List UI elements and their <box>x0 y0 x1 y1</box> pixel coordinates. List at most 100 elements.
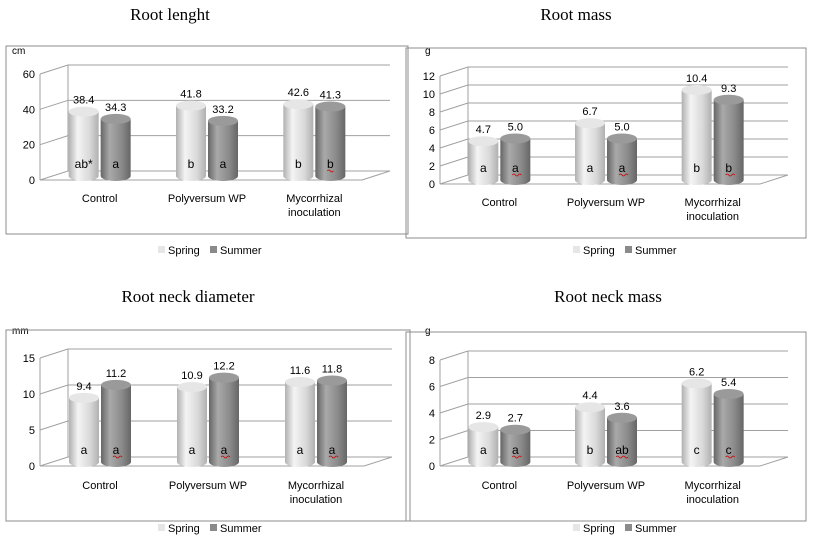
bar-top-summer <box>713 388 744 399</box>
y-tick-label: 12 <box>423 71 435 83</box>
significance-letter: a <box>220 157 227 171</box>
data-label: 12.2 <box>213 361 234 373</box>
bar-top-spring <box>681 378 712 389</box>
data-label: 33.2 <box>212 104 233 116</box>
significance-letter: a <box>81 443 88 457</box>
y-tick-label: 15 <box>23 353 35 365</box>
y-tick-label: 10 <box>423 89 435 101</box>
bar-summer <box>209 377 239 467</box>
x-tick-label: Control <box>482 480 517 492</box>
bar-top-spring <box>285 376 315 387</box>
floor-edge <box>759 174 789 185</box>
bar-top-summer <box>101 379 131 390</box>
y-tick-label: 60 <box>23 69 35 81</box>
significance-letter: b <box>188 157 195 171</box>
spell-check-underline <box>615 455 629 459</box>
y-axis-unit: cm <box>12 46 25 57</box>
legend-swatch-summer <box>210 246 217 253</box>
bar-spring <box>681 383 712 467</box>
spell-check-underline <box>725 173 735 177</box>
significance-letter: c <box>694 443 700 457</box>
y-axis-unit: mm <box>12 326 29 337</box>
bar-top-spring <box>575 402 605 413</box>
significance-letter: a <box>480 161 487 175</box>
y-tick-label: 2 <box>429 435 435 447</box>
bar-summer <box>208 120 238 181</box>
bar-top-summer <box>315 101 346 112</box>
data-label: 41.8 <box>180 89 201 101</box>
bar-spring <box>176 105 206 181</box>
bar-top-summer <box>607 412 637 423</box>
legend-label-spring: Spring <box>168 523 200 535</box>
plot-frame <box>405 331 807 522</box>
significance-letter: a <box>113 443 120 457</box>
spell-check-underline <box>725 455 735 459</box>
x-tick-label: Mycorrhizal <box>286 193 342 205</box>
bar-spring <box>285 381 315 467</box>
bar-top-spring <box>68 106 99 117</box>
bar-spring <box>468 141 499 185</box>
bar-spring <box>468 427 499 467</box>
spell-check-underline <box>220 455 231 459</box>
bar-summer <box>317 380 347 467</box>
y-tick-label: 10 <box>23 389 35 401</box>
legend-swatch-spring <box>573 524 580 531</box>
bar-top-summer <box>209 372 239 383</box>
y-tick-label: 8 <box>429 107 435 119</box>
bar-summer <box>607 138 637 185</box>
bar-summer <box>100 118 131 181</box>
bar-top-summer <box>208 115 238 126</box>
data-label: 41.3 <box>320 90 341 102</box>
data-label: 10.9 <box>181 370 202 382</box>
y-tick-label: 6 <box>429 382 435 394</box>
data-label: 4.4 <box>582 390 597 402</box>
data-label: 10.4 <box>686 73 707 85</box>
x-tick-label: Polyversum WP <box>567 480 645 492</box>
significance-letter: b <box>725 161 732 175</box>
bar-top-summer <box>500 424 531 435</box>
bar-summer <box>315 106 346 181</box>
x-tick-label: inoculation <box>288 207 341 219</box>
bar-spring <box>575 407 605 467</box>
legend-swatch-summer <box>210 524 217 531</box>
bar-spring <box>69 397 99 467</box>
significance-letter: a <box>480 443 487 457</box>
bar-spring <box>177 387 207 467</box>
legend-swatch-summer <box>625 246 632 253</box>
bar-top-spring <box>468 422 499 433</box>
bar-top-spring <box>283 99 314 110</box>
spell-check-underline <box>328 455 339 459</box>
y-tick-label: 4 <box>429 408 435 420</box>
spell-check-underline <box>618 173 629 177</box>
significance-letter: a <box>512 161 519 175</box>
y-tick-label: 6 <box>429 125 435 137</box>
x-tick-label: Mycorrhizal <box>685 197 741 209</box>
x-tick-label: inoculation <box>290 494 343 506</box>
x-tick-label: Mycorrhizal <box>288 480 344 492</box>
significance-letter: b <box>327 157 334 171</box>
bar-top-summer <box>317 375 347 386</box>
chart-svg: Root neck massg024682.9a2.7aControl4.4b3… <box>405 287 807 535</box>
bar-summer <box>500 429 531 467</box>
bar-top-spring <box>681 84 712 95</box>
x-tick-label: Polyversum WP <box>169 480 247 492</box>
y-tick-label: 2 <box>429 161 435 173</box>
gridline <box>39 348 392 359</box>
significance-letter: a <box>587 161 594 175</box>
data-label: 42.6 <box>288 87 309 99</box>
significance-letter: ab <box>615 443 629 457</box>
significance-letter: a <box>112 157 119 171</box>
bar-top-spring <box>69 392 99 403</box>
chart-title: Root neck mass <box>554 287 662 306</box>
legend-label-summer: Summer <box>220 523 262 535</box>
significance-letter: a <box>297 443 304 457</box>
legend-swatch-spring <box>573 246 580 253</box>
significance-letter: b <box>693 161 700 175</box>
plot-frame <box>5 45 409 235</box>
data-label: 11.6 <box>290 365 311 377</box>
floor-edge <box>361 170 391 181</box>
significance-letter: a <box>329 443 336 457</box>
